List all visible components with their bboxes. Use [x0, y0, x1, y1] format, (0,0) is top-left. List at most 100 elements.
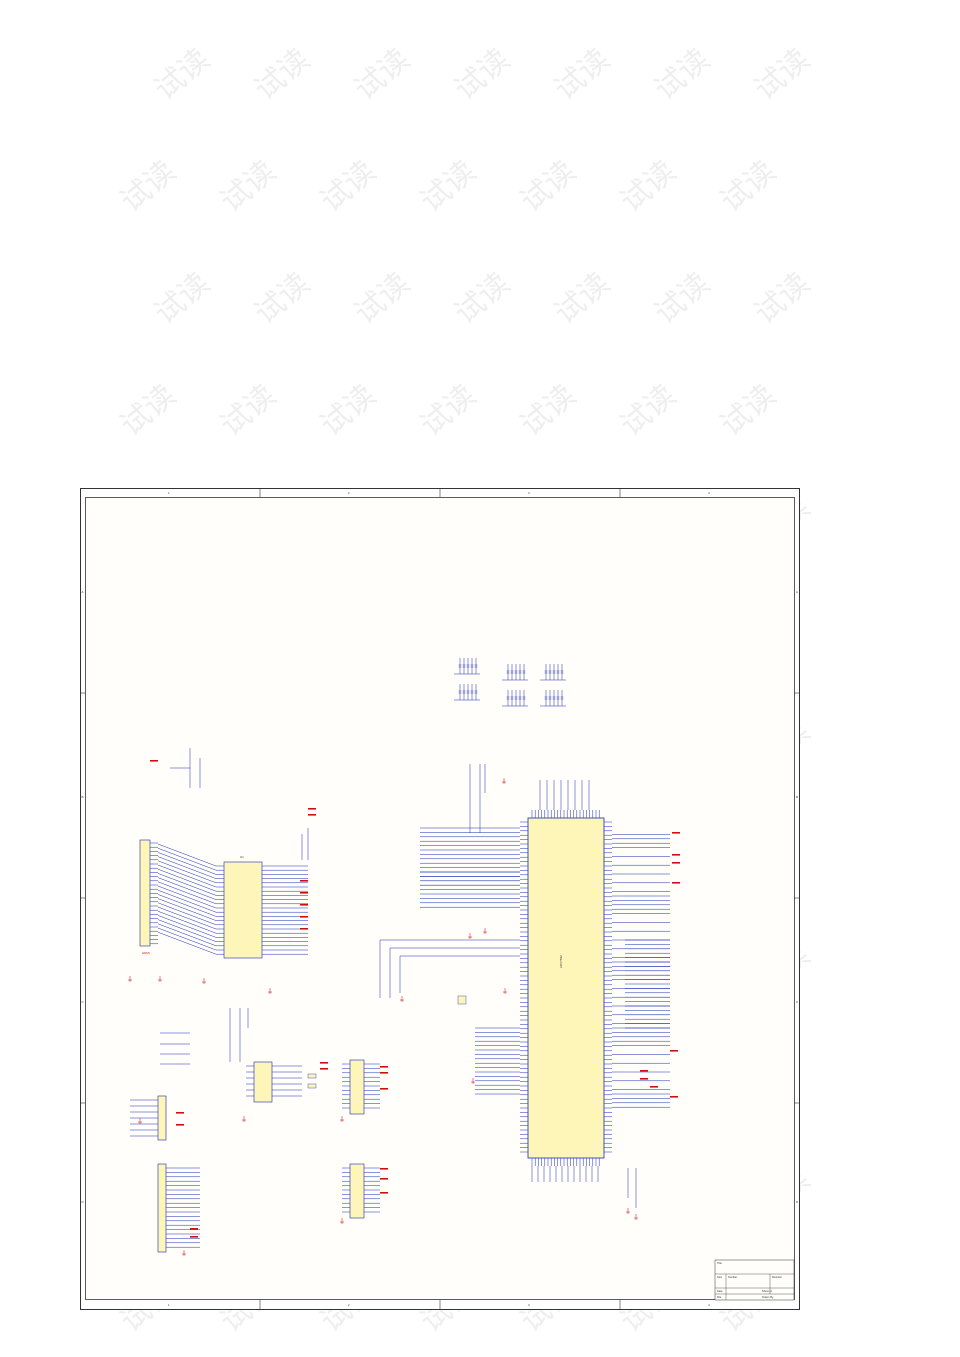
wire	[157, 868, 217, 892]
wire	[157, 894, 217, 917]
small-ic-u4	[349, 1163, 365, 1219]
net-label	[320, 1068, 328, 1070]
net-label	[300, 880, 308, 882]
watermark-text: 试读	[648, 41, 717, 108]
watermark-text: 试读	[648, 265, 717, 332]
net-labels	[150, 760, 680, 1238]
decoupling-capacitors	[454, 658, 566, 707]
net-label	[300, 916, 308, 918]
net-label	[380, 1066, 388, 1068]
left-connector-label: HDMI	[142, 951, 150, 955]
terminal-block	[457, 995, 467, 1005]
net-label	[150, 760, 158, 762]
net-label	[672, 854, 680, 856]
watermark-text: 试读	[248, 41, 317, 108]
tick-label-side-c: C	[82, 1000, 85, 1004]
small-connector-j2	[157, 1095, 167, 1141]
watermark-text: 试读	[448, 265, 517, 332]
net-label	[640, 1078, 648, 1080]
wire	[157, 906, 217, 930]
main-ic: ADV7842	[520, 810, 612, 1166]
title-block-revision: Revision	[772, 1275, 783, 1279]
net-label	[380, 1168, 388, 1170]
watermark-text: 试读	[314, 153, 383, 220]
wire	[157, 864, 217, 888]
net-label	[670, 1096, 678, 1098]
net-label	[176, 1124, 184, 1126]
tick-label-bottom-3: 3	[528, 1303, 530, 1307]
watermark-text: 试读	[114, 153, 183, 220]
net-label	[190, 1236, 198, 1238]
net-label	[300, 904, 308, 906]
ic-u1: U1	[216, 855, 270, 959]
small-connector-j3	[157, 1163, 167, 1253]
title-block-file: File	[717, 1295, 722, 1299]
net-label	[300, 892, 308, 894]
title-block-drawn-by: Drawn By	[762, 1295, 774, 1299]
net-label	[190, 1228, 198, 1230]
watermark-text: 试读	[314, 377, 383, 444]
net-label	[320, 1062, 328, 1064]
watermark-text: 试读	[614, 377, 683, 444]
border-ticks	[80, 488, 800, 1310]
title-block-number: Number	[728, 1275, 737, 1279]
wires	[130, 748, 670, 1248]
wire	[157, 898, 217, 921]
watermark-text: 试读	[548, 41, 617, 108]
watermark-text: 试读	[414, 153, 483, 220]
wire	[157, 910, 217, 934]
ground-symbols	[128, 778, 638, 1256]
net-label	[672, 862, 680, 864]
net-label	[300, 928, 308, 930]
watermark-text: 试读	[214, 153, 283, 220]
net-label	[650, 1086, 658, 1088]
tick-label-side-c-right: C	[796, 1000, 799, 1004]
net-label	[672, 882, 680, 884]
watermark-text: 试读	[614, 153, 683, 220]
tick-label-top-2: 2	[348, 491, 350, 495]
wire	[157, 881, 217, 905]
watermark-text: 试读	[448, 41, 517, 108]
watermark-text: 试读	[148, 41, 217, 108]
net-label	[380, 1178, 388, 1180]
tick-label-side-d: D	[82, 1200, 85, 1204]
watermark-text: 试读	[714, 377, 783, 444]
wire	[157, 852, 217, 875]
net-label	[308, 814, 316, 816]
wire	[157, 915, 217, 938]
watermark-text: 试读	[348, 41, 417, 108]
wire	[157, 873, 217, 896]
watermark-text: 试读	[148, 265, 217, 332]
schematic-sheet: 1 2 3 4 1 2 3 4 A B C D A B C D ADV7842 …	[80, 488, 800, 1310]
wire	[157, 843, 217, 867]
net-label	[640, 1070, 648, 1072]
left-connector: HDMI	[139, 839, 158, 955]
tick-label-top-1: 1	[168, 491, 170, 495]
wire	[157, 902, 217, 926]
title-block-date: Date	[717, 1289, 723, 1293]
title-block: Title Size Number Revision Date Sheet of…	[714, 1259, 795, 1301]
net-label	[380, 1088, 388, 1090]
watermark-text: 试读	[748, 265, 817, 332]
wire	[157, 847, 217, 871]
wire	[157, 885, 217, 909]
tick-label-side-b: B	[82, 795, 84, 799]
title-block-title: Title	[717, 1261, 722, 1265]
watermark-text: 试读	[248, 265, 317, 332]
watermark-text: 试读	[348, 265, 417, 332]
net-label	[670, 1050, 678, 1052]
wire	[157, 927, 217, 951]
small-ic-u2	[253, 1061, 273, 1103]
watermark-text: 试读	[714, 153, 783, 220]
wire	[157, 877, 217, 900]
tick-label-side-d-right: D	[796, 1200, 799, 1204]
net-label	[176, 1112, 184, 1114]
watermark-text: 试读	[514, 377, 583, 444]
wire	[157, 919, 217, 942]
watermark-text: 试读	[548, 265, 617, 332]
watermark-text: 试读	[114, 377, 183, 444]
ic-u1-label: U1	[240, 855, 244, 859]
main-ic-label: ADV7842	[559, 955, 563, 968]
watermark-text: 试读	[414, 377, 483, 444]
net-label	[308, 808, 316, 810]
